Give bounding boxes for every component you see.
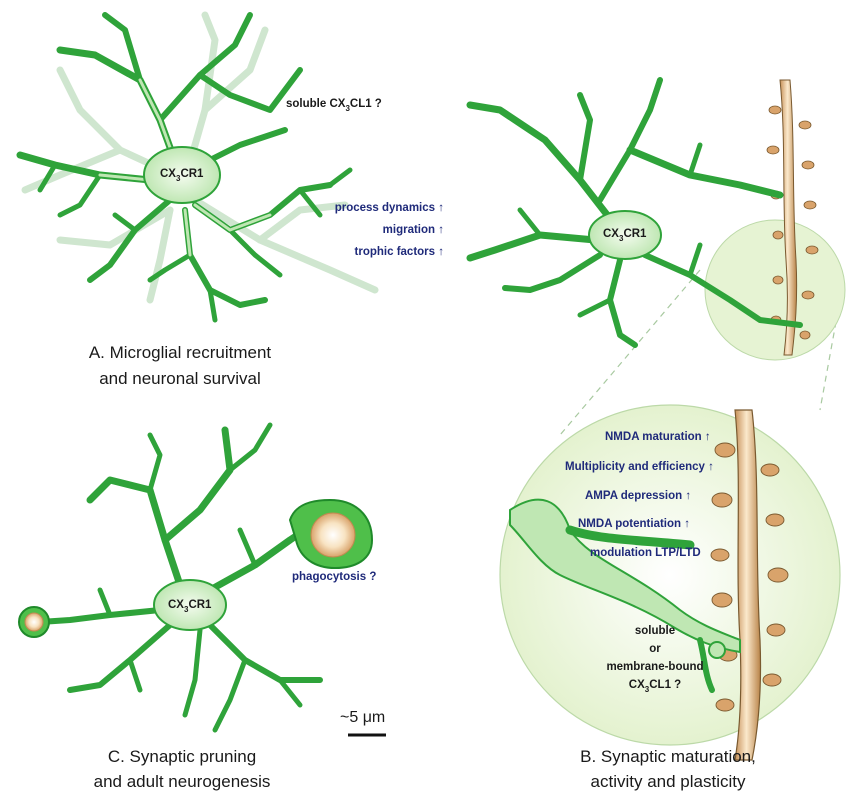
panel-b-processes xyxy=(466,77,803,348)
panel-c-cx3cr1-label: CX3CR1 xyxy=(168,599,212,614)
panel-b-effect-nmda-maturation: NMDA maturation ↑ xyxy=(605,431,711,443)
panel-c-phagocytosis-label: phagocytosis ? xyxy=(292,571,376,583)
scale-bar-label: ~5 μm xyxy=(340,709,385,726)
panel-a-caption-line2: and neuronal survival xyxy=(99,369,261,388)
panel-a-cx3cr1-label: CX3CR1 xyxy=(160,168,204,183)
panel-b-highlight-circle xyxy=(704,219,846,361)
panel-b-dendrite-top xyxy=(766,79,819,356)
panel-a-soluble-label: soluble CX3CL1 ? xyxy=(286,98,382,113)
panel-b-caption-line1: B. Synaptic maturation, xyxy=(580,747,756,766)
panel-c-caption-line1: C. Synaptic pruning xyxy=(108,747,256,766)
panel-a-processes xyxy=(16,12,353,323)
panel-a: CX3CR1 soluble CX3CL1 ? process dynamics… xyxy=(16,11,444,388)
panel-c-phagocytic-cup-left xyxy=(18,606,50,638)
panel-b-effect-multiplicity: Multiplicity and efficiency ↑ xyxy=(565,461,714,473)
panel-b-effect-ampa-depression: AMPA depression ↑ xyxy=(585,490,691,502)
panel-b-soma xyxy=(588,210,662,260)
panel-b-zoom-process xyxy=(509,498,741,693)
panel-b-ligand-line1: soluble xyxy=(635,625,675,637)
panel-c-phagocytic-cup-right xyxy=(288,498,374,570)
panel-b-ligand-line4: CX3CL1 ? xyxy=(629,679,681,694)
panel-c-caption-line2: and adult neurogenesis xyxy=(94,772,271,791)
panel-a-caption-line1: A. Microglial recruitment xyxy=(89,343,272,362)
panel-b-zoom-circle xyxy=(499,404,841,746)
panel-b-zoom-line-left xyxy=(559,269,701,436)
panel-b-cx3cr1-label: CX3CR1 xyxy=(603,228,647,243)
panel-b: CX3CR1 NMDA maturation ↑ Multiplicity an… xyxy=(466,77,846,791)
panel-b-ligand-line3: membrane-bound xyxy=(606,661,703,673)
panel-c-soma xyxy=(153,579,227,631)
panel-b-zoom-line-right xyxy=(819,299,841,411)
panel-b-ligand-line2: or xyxy=(649,643,661,655)
panel-c: CX3CR1 phagocytosis ? ~5 μm C. Synaptic … xyxy=(18,422,386,791)
panel-b-caption-line2: activity and plasticity xyxy=(591,772,746,791)
panel-a-effect-migration: migration ↑ xyxy=(383,224,444,236)
panel-b-effect-nmda-potentiation: NMDA potentiation ↑ xyxy=(578,518,690,530)
panel-a-effect-trophic-factors: trophic factors ↑ xyxy=(355,246,444,258)
panel-c-processes xyxy=(37,422,324,733)
panel-a-soma xyxy=(143,146,221,204)
panel-a-effect-process-dynamics: process dynamics ↑ xyxy=(335,202,444,214)
panel-b-effect-ltp-ltd: modulation LTP/LTD xyxy=(590,547,701,559)
